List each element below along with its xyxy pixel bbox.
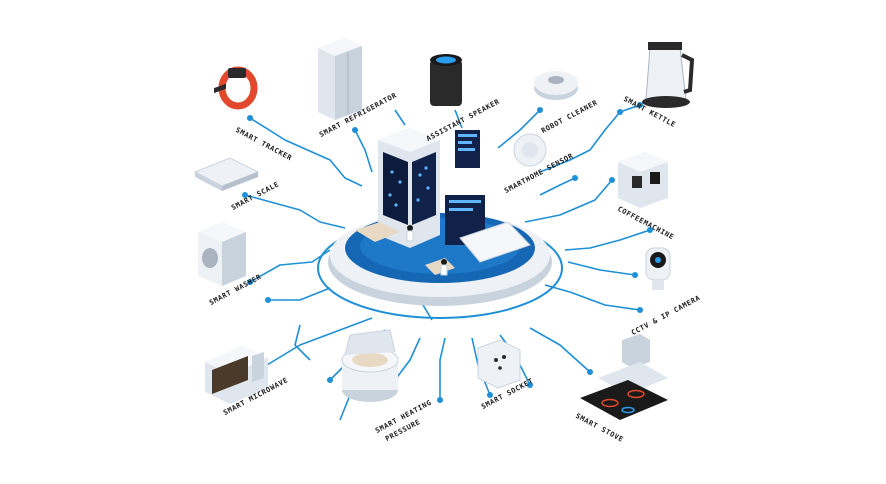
smart-speaker-icon xyxy=(430,54,462,106)
server-hub-icon xyxy=(355,128,531,276)
scale-icon xyxy=(193,83,260,191)
washing-machine-icon xyxy=(198,222,246,286)
coffee-machine-icon xyxy=(618,152,668,208)
kettle-icon xyxy=(642,42,695,108)
sensor-icon xyxy=(513,133,547,167)
power-socket-icon xyxy=(477,339,521,389)
microwave-icon xyxy=(205,346,268,404)
pressure-cooker-icon xyxy=(341,329,399,402)
refrigerator-icon xyxy=(318,38,362,120)
stove-icon xyxy=(580,334,668,420)
ip-camera-icon xyxy=(645,247,671,290)
circuit-lines xyxy=(244,104,651,421)
fitness-tracker-icon xyxy=(218,66,258,110)
robot-vacuum-icon xyxy=(534,71,578,100)
